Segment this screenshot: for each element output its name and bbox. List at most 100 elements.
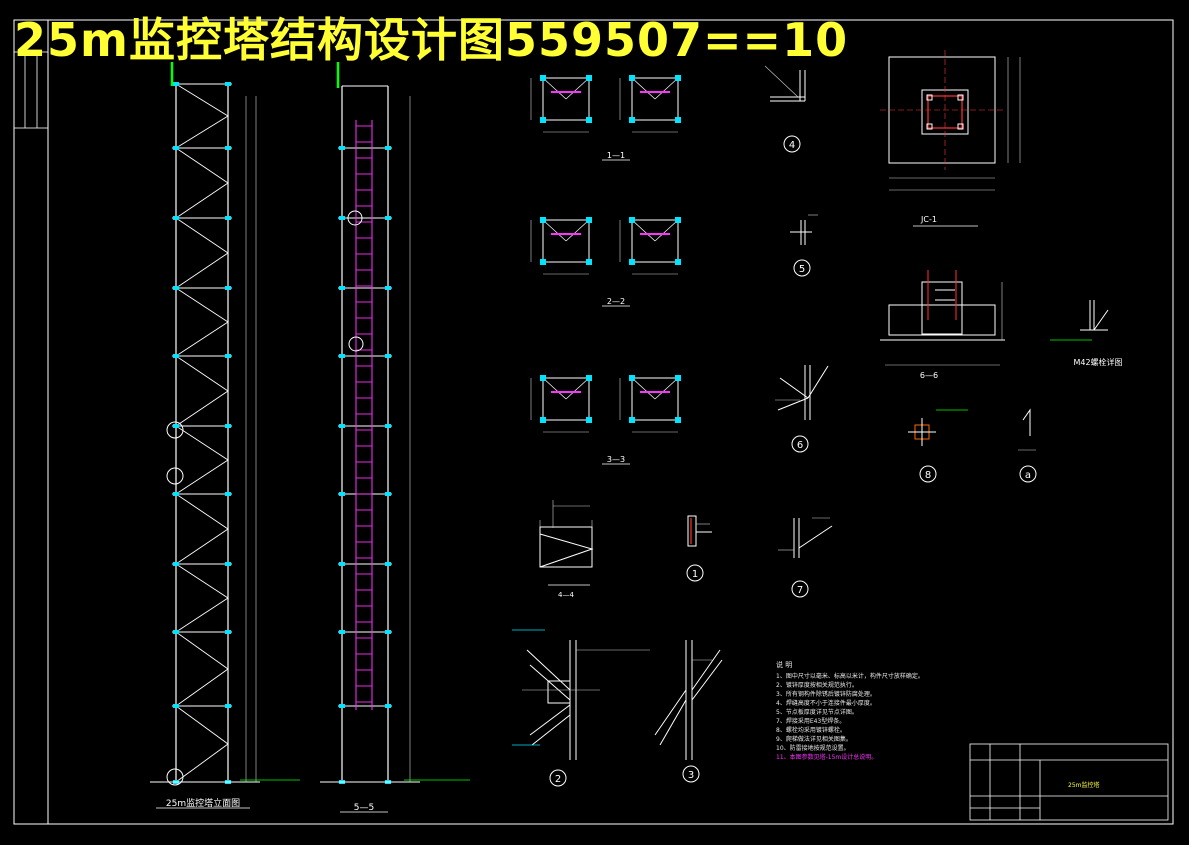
section66-caption: 6—6 [920,371,938,380]
section55-caption: 5—5 [354,803,374,813]
tower-joint [173,216,179,220]
detail-marker-6-circle [791,435,809,453]
detail-marker-7-label: 7 [797,585,803,596]
section-corner-joint [586,375,592,381]
section-corner-joint [629,375,635,381]
detail-marker-1-label: 1 [692,569,698,580]
section-plan-box [631,77,679,121]
section-joint [385,492,391,496]
section-joint [385,286,391,290]
tower-diagonal [175,563,229,599]
section-joint [385,354,391,358]
section-joint [385,704,391,708]
detail-marker-1-circle [686,564,704,582]
section-corner-joint [629,217,635,223]
ladder-section-55: 5—5 [320,62,470,813]
outer-frame [13,19,1174,825]
tower-joint [225,492,231,496]
section-caption: 2—2 [607,297,625,306]
section44-caption: 4—4 [558,591,574,599]
tower-joint [173,630,179,634]
detail-5-drawing [790,214,818,245]
revision-strip [13,51,49,129]
detail-marker-2-circle [549,769,567,787]
tower-joint [225,424,231,428]
elevation-caption: 25m监控塔立面图 [166,797,240,809]
section-corner-joint [586,259,592,265]
tower-diagonal [175,83,229,117]
section-joint [339,562,345,566]
foundation-section-66 [880,270,1005,366]
section-corner-joint [675,375,681,381]
tower-joint [173,286,179,290]
section-corner-joint [540,117,546,123]
tower-joint [225,354,231,358]
section-joint [339,354,345,358]
section-joint [385,630,391,634]
tower-diagonal [175,390,229,427]
detail-marker-a-circle [1019,465,1037,483]
tower-diagonal [175,321,229,357]
section-brace [565,219,590,242]
detail-7-drawing [778,517,833,558]
tower-diagonal [175,743,229,783]
tower-diagonal [175,459,229,495]
tower-diagonal [175,355,229,392]
tower-diagonal [175,668,229,707]
section-corner-joint [629,417,635,423]
tower-joint [225,704,231,708]
detail-marker-8-label: 8 [925,470,931,481]
detail-3-drawing [654,640,723,760]
section-brace [565,77,590,100]
tower-joint [173,704,179,708]
tower-joint [225,146,231,150]
detail-a-drawing [1018,408,1036,451]
tower-joint [173,562,179,566]
section-corner-joint [629,117,635,123]
title-block [969,743,1169,821]
detail-marker-3-label: 3 [688,770,694,781]
foundation-caption: JC-1 [920,215,937,224]
section-brace [654,377,679,400]
section-corner-joint [675,417,681,423]
bolt-detail-drawing [1050,300,1109,341]
section-brace [631,77,656,100]
section-brace [654,77,679,100]
tower-diagonal [175,252,229,289]
section-caption: 1—1 [607,151,625,160]
section-corner-joint [540,417,546,423]
note-item: 3、所有钢构件除锈后镀锌防腐处理。 [776,691,876,698]
tower-joint [225,216,231,220]
note-item: 9、爬梯做法详见相关图集。 [776,736,852,743]
tower-joint [173,354,179,358]
tower-joint [225,562,231,566]
section-brace [631,377,656,400]
detail-marker-6-label: 6 [797,440,803,451]
section-corner-joint [675,75,681,81]
note-item: 2、镀锌厚度按相关规范执行。 [776,682,858,689]
section-corner-joint [586,117,592,123]
detail-4-drawing [764,65,806,102]
notes-heading: 说 明 [776,661,793,669]
section-joint [339,424,345,428]
tower-diagonal [175,705,229,745]
section-joint [339,704,345,708]
tower-elevation: 25m监控塔立面图 [150,62,300,809]
tower-diagonal [175,182,229,219]
note-item: 1、图中尺寸以毫米、标高以米计，构件尺寸放样确定。 [776,673,924,680]
tower-diagonal [175,425,229,461]
section-joint [385,562,391,566]
section-brace [542,377,567,400]
detail-marker-5-circle [793,259,811,277]
detail-marker-8-circle [919,465,937,483]
detail-callout-circle [348,336,364,352]
tower-diagonal [175,631,229,670]
note-item: 10、防雷接地按规范设置。 [776,745,850,752]
note-item: 11、本图参数见塔-15m设计总说明。 [776,754,878,761]
notes-list: 1、图中尺寸以毫米、标高以米计，构件尺寸放样确定。 2、镀锌厚度按相关规范执行。 3… [776,672,976,762]
note-item: 7、焊接采用E43型焊条。 [776,718,846,725]
section-brace [542,77,567,100]
tower-joint [173,492,179,496]
